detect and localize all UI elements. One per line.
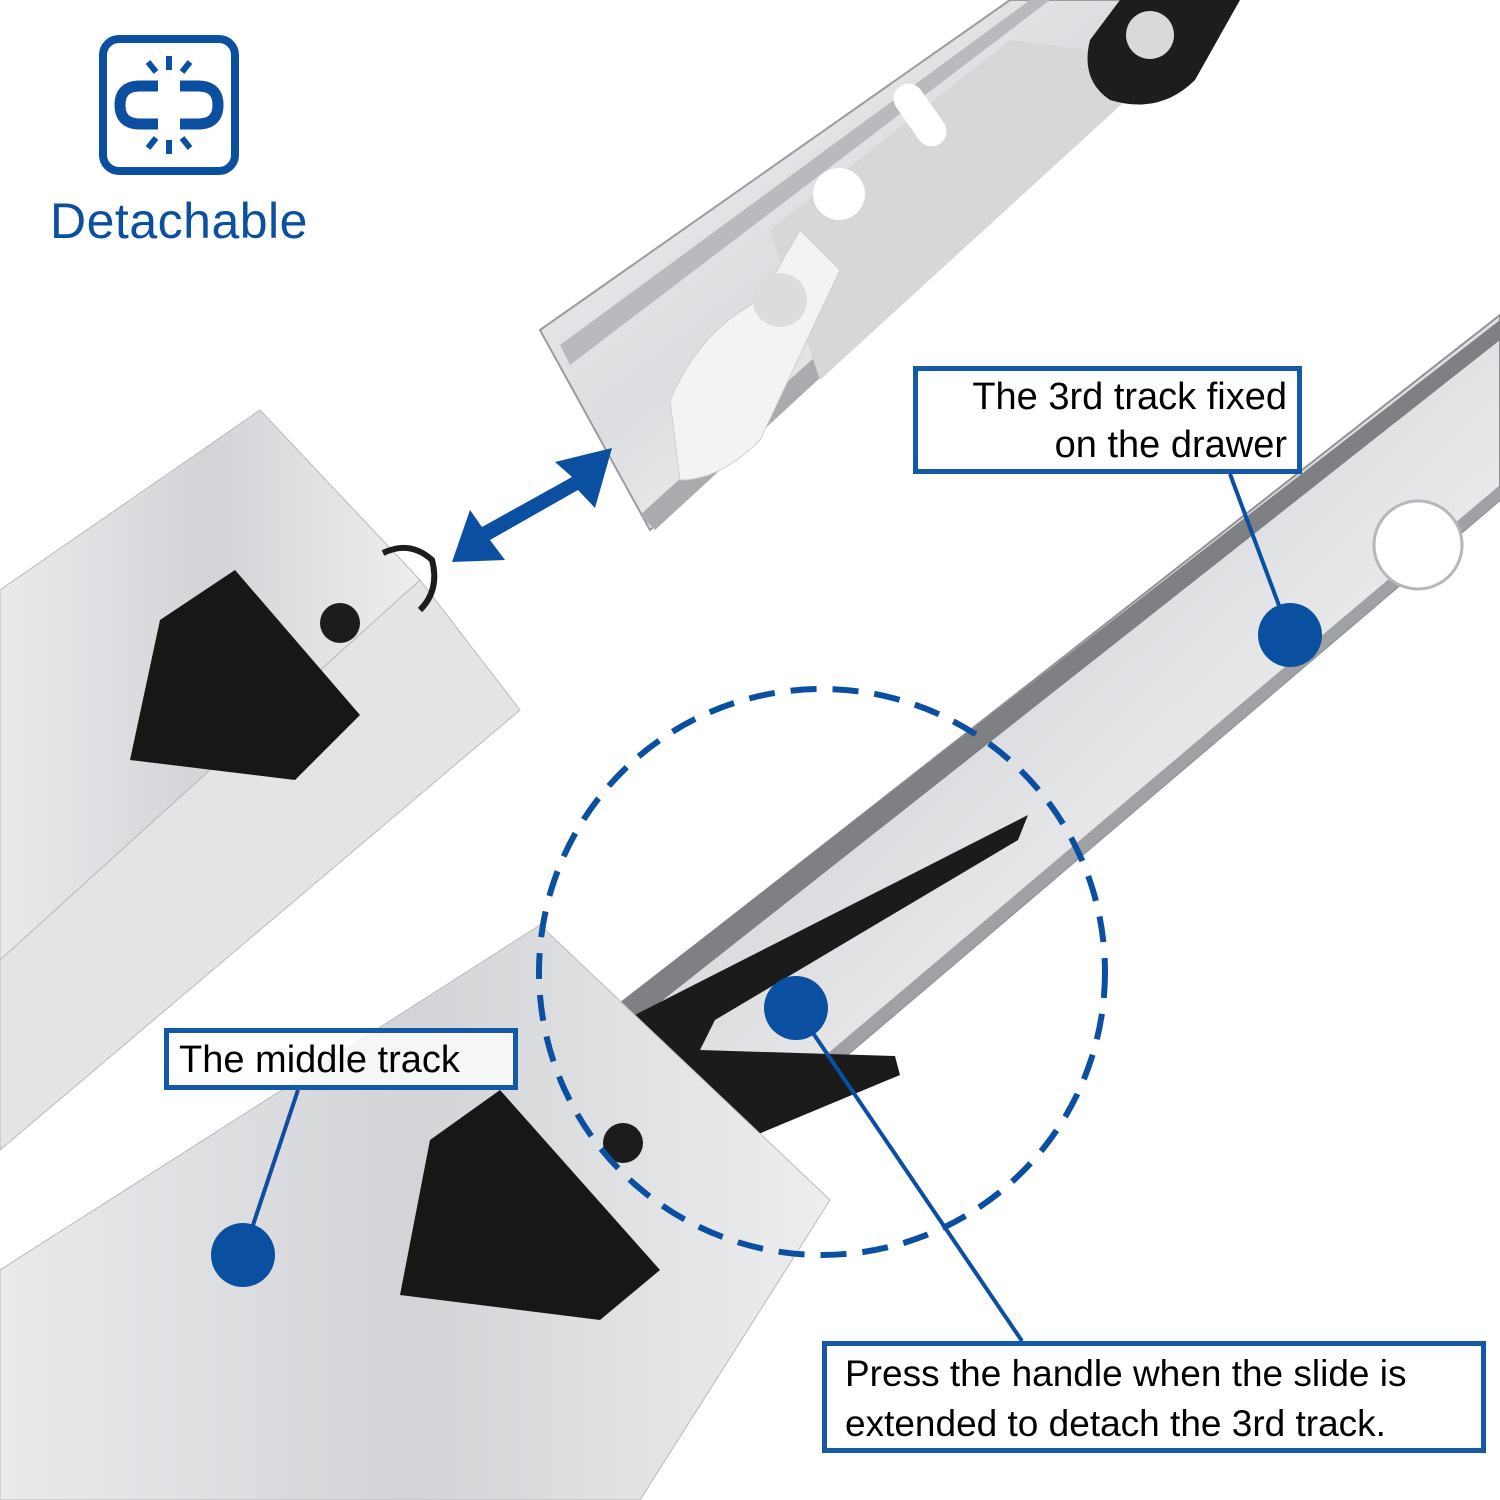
callout-press-handle-line1: Press the handle when the slide is xyxy=(845,1353,1407,1394)
callout-press-handle-line2: extended to detach the 3rd track. xyxy=(845,1403,1386,1444)
broken-link-icon xyxy=(99,35,239,175)
callout-middle-track: The middle track xyxy=(164,1028,518,1090)
callout-third-track: The 3rd track fixed on the drawer xyxy=(913,366,1302,474)
double-headed-arrow-icon xyxy=(452,448,612,562)
release-handle xyxy=(625,815,1028,1150)
middle-track-lower xyxy=(0,924,831,1500)
callout-middle-track-text: The middle track xyxy=(179,1039,460,1081)
third-track-detached xyxy=(538,0,1240,532)
cross-hole xyxy=(813,168,865,220)
mounting-hole xyxy=(1372,499,1464,591)
middle-track-upper xyxy=(0,409,521,1151)
leader-third-track xyxy=(1228,473,1322,667)
dashed-circle-highlight xyxy=(536,686,1108,1258)
leader-middle-track xyxy=(211,1089,300,1287)
badge-label: Detachable xyxy=(50,193,308,249)
callout-third-track-line1: The 3rd track fixed xyxy=(972,376,1287,418)
callout-press-handle: Press the handle when the slide is exten… xyxy=(822,1341,1486,1453)
callout-third-track-line2: on the drawer xyxy=(1054,424,1287,466)
leader-handle xyxy=(764,976,1024,1343)
